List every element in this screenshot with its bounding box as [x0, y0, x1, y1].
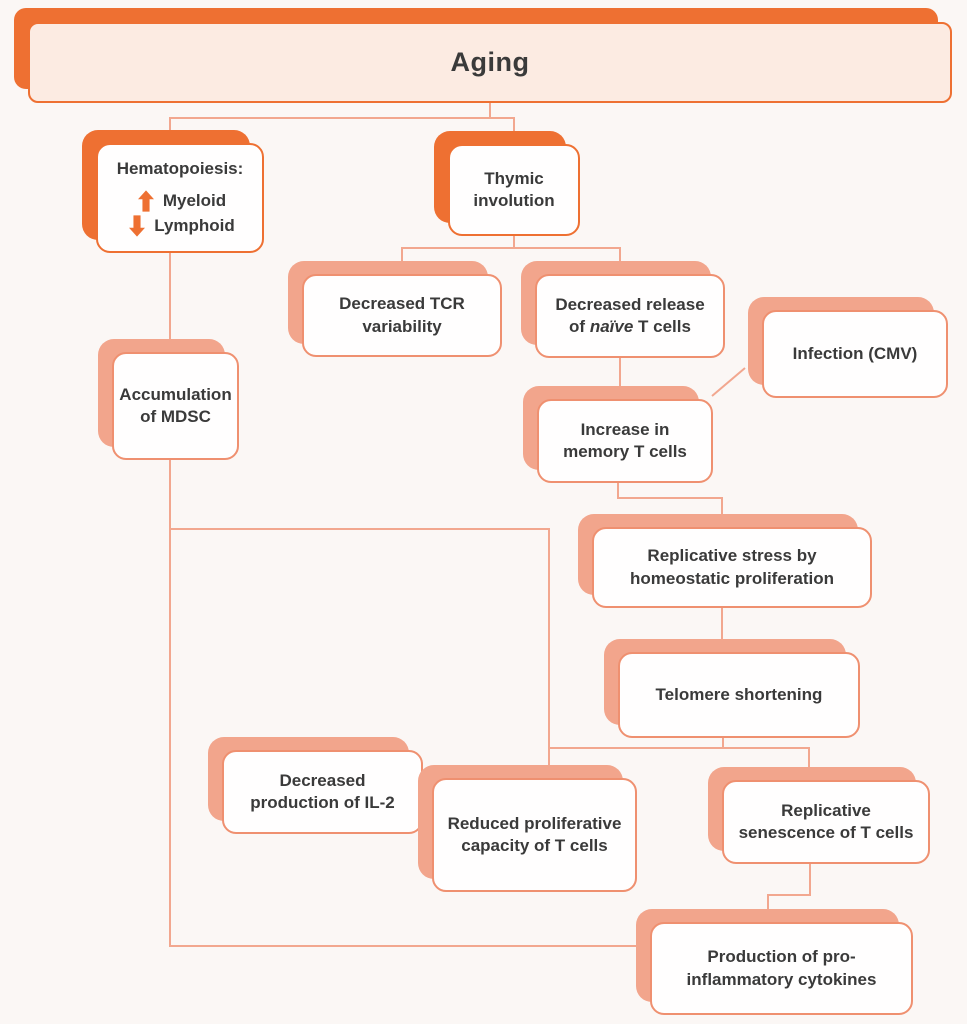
- release-text: Decreased release of naïve T cells: [547, 294, 713, 339]
- node-aging-label: Aging: [28, 22, 952, 103]
- lymphoid-row: Lymphoid: [129, 215, 235, 238]
- node-hematopoiesis: Hematopoiesis: Myeloid Lymphoid: [82, 130, 264, 253]
- lymphoid-label: Lymphoid: [154, 216, 235, 236]
- node-decreased-il2: Decreased production of IL-2: [208, 737, 423, 834]
- node-replicative-senescence: Replicative senescence of T cells: [708, 767, 930, 864]
- node-infection-label: Infection (CMV): [762, 310, 948, 398]
- down-arrow-icon: [129, 215, 146, 238]
- node-telomere-shortening: Telomere shortening: [604, 639, 860, 738]
- node-mdsc-label: Accumulation of MDSC: [112, 352, 239, 460]
- release-text-italic: naïve: [589, 317, 634, 336]
- hematopoiesis-title: Hematopoiesis:: [116, 159, 244, 179]
- node-proinflammatory-cytokines: Production of pro-inflammatory cytokines: [636, 909, 913, 1015]
- release-text-post: T cells: [633, 317, 691, 336]
- myeloid-row: Myeloid: [137, 190, 227, 212]
- node-reduced-label: Reduced proliferative capacity of T cell…: [432, 778, 637, 892]
- node-replicative-stress: Replicative stress by homeostatic prolif…: [578, 514, 872, 608]
- node-thymic-label: Thymic involution: [448, 144, 580, 236]
- node-aging: Aging: [14, 8, 952, 103]
- node-decreased-tcr-variability: Decreased TCR variability: [288, 261, 502, 357]
- node-production-label: Production of pro-inflammatory cytokines: [650, 922, 913, 1015]
- node-reduced-proliferative-capacity: Reduced proliferative capacity of T cell…: [418, 765, 637, 892]
- node-increase-memory-t-cells: Increase in memory T cells: [523, 386, 713, 483]
- node-accumulation-mdsc: Accumulation of MDSC: [98, 339, 239, 460]
- node-senescence-label: Replicative senescence of T cells: [722, 780, 930, 864]
- myeloid-label: Myeloid: [162, 190, 227, 210]
- node-hematopoiesis-content: Hematopoiesis: Myeloid Lymphoid: [96, 143, 264, 253]
- up-arrow-icon: [137, 190, 154, 212]
- node-memory-label: Increase in memory T cells: [537, 399, 713, 483]
- node-infection-cmv: Infection (CMV): [748, 297, 948, 398]
- node-release-label: Decreased release of naïve T cells: [535, 274, 725, 358]
- node-il2-label: Decreased production of IL-2: [222, 750, 423, 834]
- node-thymic-involution: Thymic involution: [434, 131, 580, 236]
- release-text-pre: Decreased release of: [555, 294, 705, 336]
- node-decreased-release-naive-t-cells: Decreased release of naïve T cells: [521, 261, 725, 358]
- node-tcr-label: Decreased TCR variability: [302, 274, 502, 357]
- node-telomere-label: Telomere shortening: [618, 652, 860, 738]
- node-repstress-label: Replicative stress by homeostatic prolif…: [592, 527, 872, 608]
